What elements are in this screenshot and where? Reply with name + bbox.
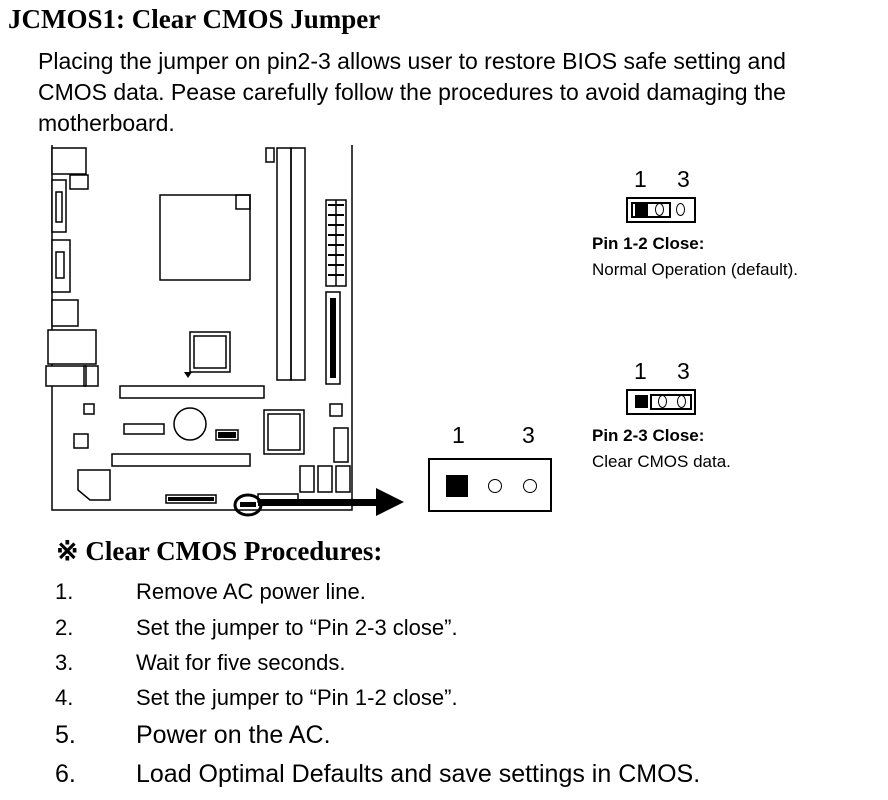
intro-paragraph: Placing the jumper on pin2-3 allows user…	[38, 46, 886, 139]
pin-open	[655, 203, 664, 216]
step-number: 4.	[55, 685, 74, 710]
setting-title: Pin 2-3 Close:	[592, 426, 705, 445]
step-text: Set the jumper to “Pin 1-2 close”.	[136, 685, 458, 710]
step-text: Set the jumper to “Pin 2-3 close”.	[136, 615, 458, 640]
jumper-cap	[650, 394, 692, 410]
pin-1-label: 1	[452, 422, 465, 448]
pin-filled	[635, 203, 648, 216]
setting-title: Pin 1-2 Close:	[592, 234, 705, 253]
step-number: 6.	[55, 760, 76, 788]
jumper-pin23-closed	[626, 389, 696, 415]
pin-filled	[446, 475, 468, 497]
pin-open	[676, 203, 685, 216]
step-number: 2.	[55, 615, 74, 640]
setting-description: Clear CMOS data.	[592, 452, 731, 471]
pin-1-label: 1	[634, 166, 647, 192]
step-number: 1.	[55, 579, 74, 604]
intro-line: Placing the jumper on pin2-3 allows user…	[38, 48, 786, 74]
pin-open	[677, 395, 686, 408]
step-number: 3.	[55, 650, 74, 675]
step-text: Remove AC power line.	[136, 579, 366, 604]
pin-3-label: 3	[677, 358, 690, 384]
intro-line: motherboard.	[38, 110, 175, 136]
procedures-title: ※ Clear CMOS Procedures:	[56, 536, 383, 566]
setting-description: Normal Operation (default).	[592, 260, 798, 279]
pin-open	[488, 479, 502, 493]
jumper-pin12-closed	[626, 197, 696, 223]
intro-line: CMOS data. Pease carefully follow the pr…	[38, 79, 786, 105]
pin-open	[658, 395, 667, 408]
step-text: Wait for five seconds.	[136, 650, 346, 675]
jcmos1-jumper-zoom	[428, 458, 552, 512]
pin-1-label: 1	[634, 358, 647, 384]
step-text: Power on the AC.	[136, 721, 331, 749]
pin-open	[523, 479, 537, 493]
pin-filled	[635, 395, 648, 408]
pin-3-label: 3	[522, 422, 535, 448]
step-text: Load Optimal Defaults and save settings …	[136, 760, 701, 788]
page-title: JCMOS1: Clear CMOS Jumper	[8, 4, 381, 34]
step-number: 5.	[55, 721, 76, 749]
jumper-cap	[631, 202, 671, 218]
pin-3-label: 3	[677, 166, 690, 192]
